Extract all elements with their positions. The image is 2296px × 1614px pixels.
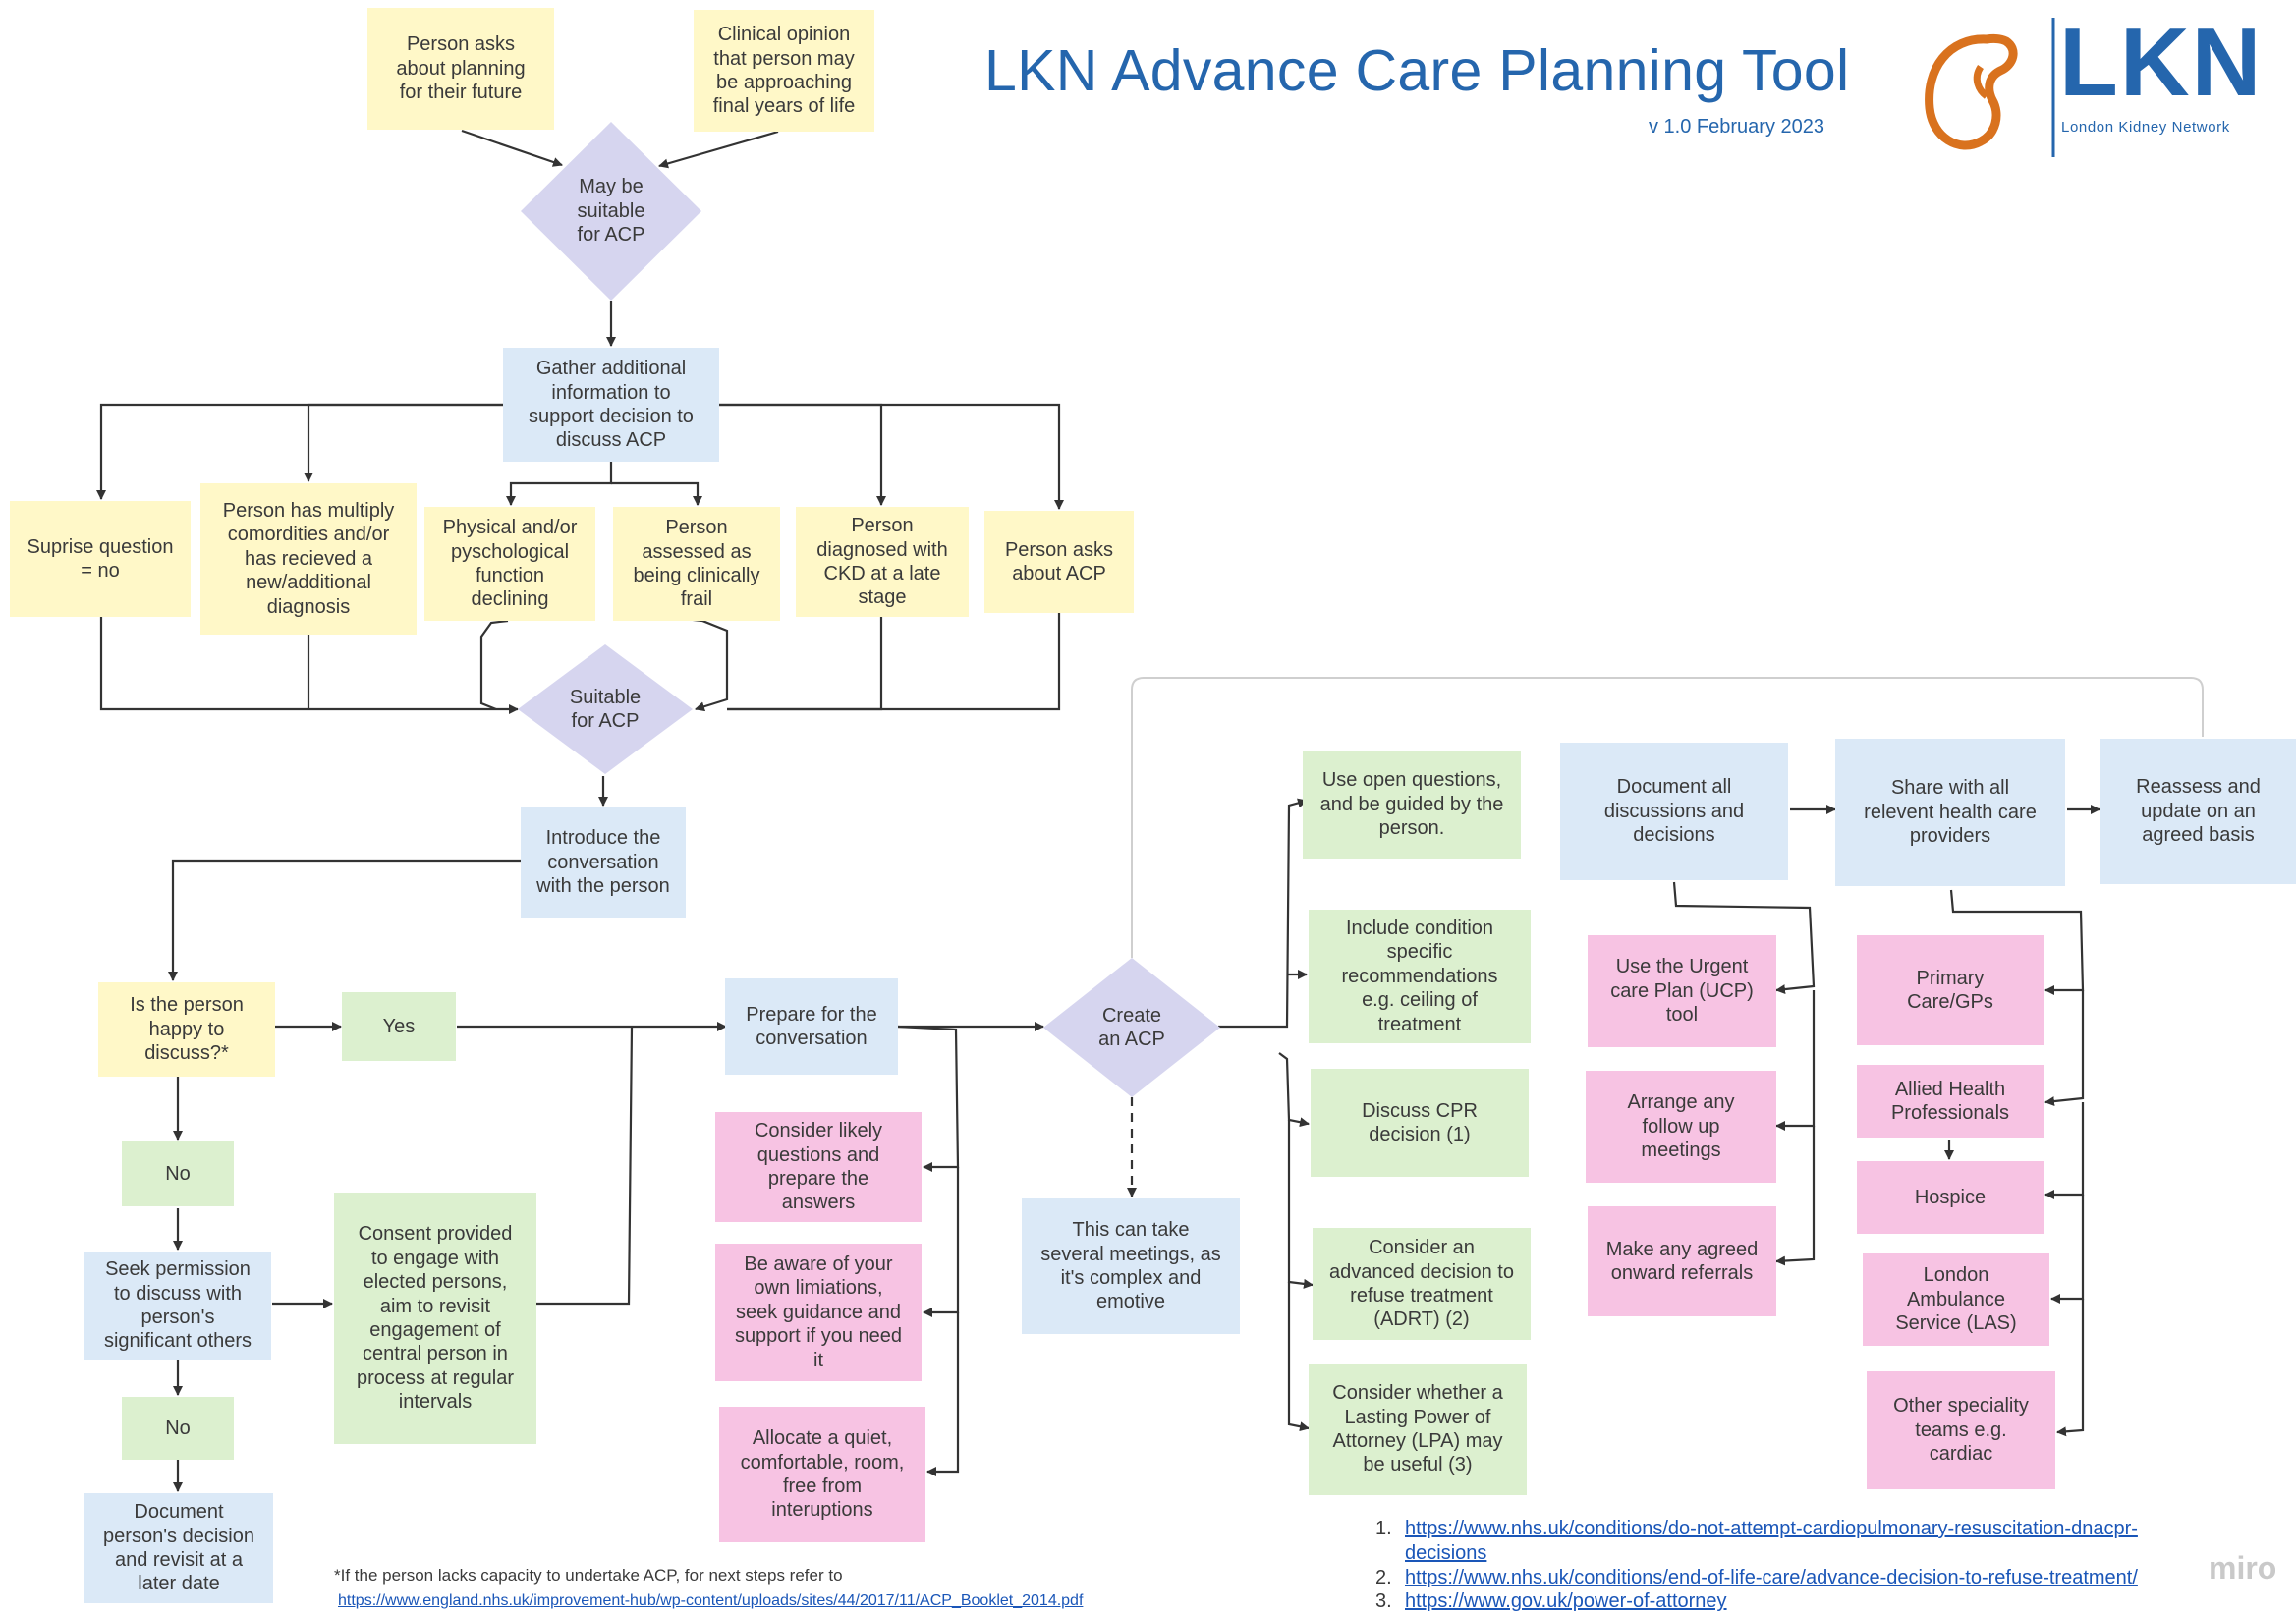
node-be-aware: Be aware of your own limiations, seek gu… [715, 1244, 922, 1381]
node-open-questions: Use open questions, and be guided by the… [1303, 751, 1521, 859]
decision-suitable-for-acp: Suitable for ACP [518, 644, 693, 774]
page-title: LKN Advance Care Planning Tool [984, 38, 1850, 103]
connector [719, 403, 886, 506]
node-function-declining: Physical and/or pyschological function d… [424, 507, 595, 621]
node-comorbidities: Person has multiply comordities and/or h… [200, 483, 417, 635]
node-introduce-conversation: Introduce the conversation with the pers… [521, 807, 686, 918]
connector [897, 1025, 960, 1172]
node-discuss-cpr: Discuss CPR decision (1) [1311, 1069, 1529, 1177]
connector [536, 1026, 634, 1306]
node-primary-care: Primary Care/GPs [1857, 935, 2044, 1045]
node-allocate-room: Allocate a quiet, comfortable, room, fre… [719, 1407, 925, 1542]
footnote-text: *If the person lacks capacity to underta… [334, 1566, 843, 1585]
reference-number: 1. [1375, 1518, 1392, 1539]
node-surprise-question: Suprise question = no [10, 501, 191, 617]
references-list: 1. https://www.nhs.uk/conditions/do-not-… [1375, 1517, 2138, 1614]
reference-item: 1. https://www.nhs.uk/conditions/do-not-… [1375, 1517, 2138, 1566]
logo-subtext: London Kidney Network [2061, 119, 2230, 136]
reference-number: 3. [1375, 1590, 1392, 1613]
connector [1287, 1120, 1314, 1289]
node-condition-specific: Include condition specific recommendatio… [1309, 910, 1531, 1043]
node-other-teams: Other speciality teams e.g. cardiac [1867, 1371, 2055, 1489]
connector [719, 403, 1064, 510]
connector [2056, 1299, 2085, 1437]
connector [926, 1312, 960, 1476]
node-share-providers: Share with all relevent health care prov… [1835, 739, 2065, 886]
connector [1672, 881, 1816, 995]
connector [1775, 1126, 1816, 1266]
node-clinically-frail: Person assessed as being clinically frai… [613, 507, 780, 621]
connector [727, 613, 1061, 711]
node-follow-up-meetings: Arrange any follow up meetings [1586, 1071, 1776, 1183]
node-happy-to-discuss: Is the person happy to discuss?* [98, 982, 275, 1077]
node-allied-health: Allied Health Professionals [1857, 1065, 2044, 1138]
connector [2044, 1102, 2085, 1199]
connector [168, 859, 521, 981]
connector [923, 1167, 960, 1317]
footnote-link[interactable]: https://www.england.nhs.uk/improvement-h… [338, 1592, 1084, 1609]
node-consider-adrt: Consider an advanced decision to refuse … [1313, 1228, 1531, 1340]
connector [1278, 1052, 1310, 1128]
node-yes: Yes [342, 992, 456, 1061]
node-las: London Ambulance Service (LAS) [1863, 1253, 2049, 1346]
connector [1949, 889, 2085, 995]
connector [2044, 990, 2085, 1107]
reference-link[interactable]: https://www.nhs.uk/conditions/do-not-att… [1405, 1518, 2138, 1564]
node-several-meetings: This can take several meetings, as it's … [1022, 1198, 1240, 1334]
decision-label: Suitable for ACP [569, 686, 642, 732]
node-consider-questions: Consider likely questions and prepare th… [715, 1112, 922, 1222]
reference-item: 2. https://www.nhs.uk/conditions/end-of-… [1375, 1566, 2138, 1590]
connector [479, 619, 509, 711]
node-seek-permission: Seek permission to discuss with person's… [84, 1252, 271, 1360]
decision-label: Create an ACP [1098, 1004, 1165, 1050]
decision-label: May be suitable for ACP [577, 176, 645, 247]
node-consider-lpa: Consider whether a Lasting Power of Atto… [1309, 1364, 1527, 1495]
reference-number: 2. [1375, 1566, 1392, 1588]
node-consent-provided: Consent provided to engage with elected … [334, 1193, 536, 1444]
kidney-logo-icon [1925, 18, 2055, 157]
connector [1131, 677, 2204, 958]
logo-wordmark: LKN [2059, 8, 2264, 116]
connector [1218, 798, 1308, 1029]
connector [304, 403, 503, 482]
miro-watermark: miro [2209, 1550, 2277, 1586]
node-urgent-care-plan: Use the Urgent care Plan (UCP) tool [1588, 935, 1776, 1047]
connector [611, 481, 702, 506]
node-clinical-opinion: Clinical opinion that person may be appr… [694, 10, 874, 132]
node-person-asks-future: Person asks about planning for their fut… [367, 8, 554, 130]
decision-create-acp: Create an ACP [1043, 958, 1220, 1097]
node-prepare-conversation: Prepare for the conversation [725, 978, 898, 1075]
connector [1287, 1282, 1310, 1432]
connector [2050, 1195, 2085, 1304]
connector [506, 462, 613, 506]
node-gather-info: Gather additional information to support… [503, 348, 719, 462]
connector [99, 617, 519, 714]
node-document-decision: Document person's decision and revisit a… [84, 1493, 273, 1603]
connector [461, 129, 563, 167]
reference-item: 3. https://www.gov.uk/power-of-attorney [1375, 1589, 2138, 1614]
reference-link[interactable]: https://www.gov.uk/power-of-attorney [1405, 1590, 1727, 1613]
node-no-1: No [122, 1141, 234, 1206]
node-hospice: Hospice [1857, 1161, 2044, 1234]
node-document-all: Document all discussions and decisions [1560, 743, 1788, 880]
node-onward-referrals: Make any agreed onward referrals [1588, 1206, 1776, 1316]
connector [1775, 990, 1816, 1131]
decision-may-be-suitable: May be suitable for ACP [521, 122, 701, 301]
node-person-asks-acp: Person asks about ACP [984, 511, 1134, 613]
version-label: v 1.0 February 2023 [1649, 116, 1824, 138]
node-reassess: Reassess and update on an agreed basis [2100, 739, 2296, 884]
connector [727, 617, 883, 711]
reference-link[interactable]: https://www.nhs.uk/conditions/end-of-lif… [1405, 1566, 2138, 1588]
node-ckd-late-stage: Person diagnosed with CKD at a late stag… [796, 507, 969, 617]
node-no-2: No [122, 1397, 234, 1460]
connector [658, 130, 779, 169]
